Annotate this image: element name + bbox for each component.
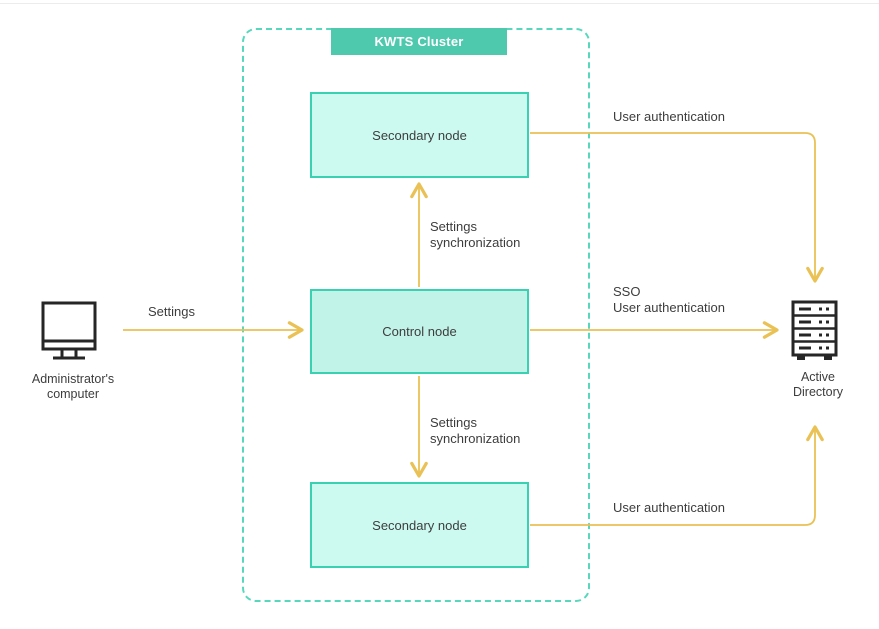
node-secondary-bottom: Secondary node bbox=[310, 482, 529, 568]
edge-label-sso-line1: SSO bbox=[613, 284, 641, 299]
edge-label-sync-bottom-line1: Settings bbox=[430, 415, 477, 430]
admin-computer-caption-line2: computer bbox=[46, 387, 100, 401]
edge-label-auth-bottom: User authentication bbox=[613, 500, 726, 515]
edge-label-settings: Settings bbox=[148, 304, 195, 319]
admin-computer-caption: Administrator's computer bbox=[8, 372, 138, 402]
node-secondary-bottom-label: Secondary node bbox=[372, 517, 467, 533]
active-directory-caption: Active Directory bbox=[758, 370, 878, 400]
edge-label-sync-bottom-line2: synchronization bbox=[430, 431, 521, 446]
node-secondary-top: Secondary node bbox=[310, 92, 529, 178]
top-divider-line bbox=[0, 3, 879, 4]
arrow-auth-bottom bbox=[530, 425, 824, 526]
edge-label-sync-top-line1: Settings bbox=[430, 219, 477, 234]
edge-label-sso-line2: User authentication bbox=[613, 300, 726, 315]
active-directory-caption-line2: Directory bbox=[792, 385, 843, 399]
node-control-label: Control node bbox=[382, 324, 457, 339]
admin-computer-caption-line1: Administrator's bbox=[31, 372, 115, 386]
node-secondary-top-label: Secondary node bbox=[372, 127, 467, 143]
kwts-cluster-label: KWTS Cluster bbox=[331, 28, 507, 55]
edge-label-sso: SSO User authentication bbox=[613, 284, 725, 316]
edge-label-sync-top-line2: synchronization bbox=[430, 235, 521, 250]
node-control: Control node bbox=[310, 289, 529, 374]
edge-label-sync-bottom: Settings synchronization bbox=[430, 415, 520, 447]
active-directory-caption-line1: Active bbox=[800, 370, 836, 384]
arrow-auth-top bbox=[530, 132, 824, 283]
server-icon bbox=[791, 300, 838, 368]
edge-label-auth-top: User authentication bbox=[613, 109, 726, 124]
edge-label-sync-top: Settings synchronization bbox=[430, 219, 520, 251]
monitor-icon bbox=[40, 300, 98, 369]
